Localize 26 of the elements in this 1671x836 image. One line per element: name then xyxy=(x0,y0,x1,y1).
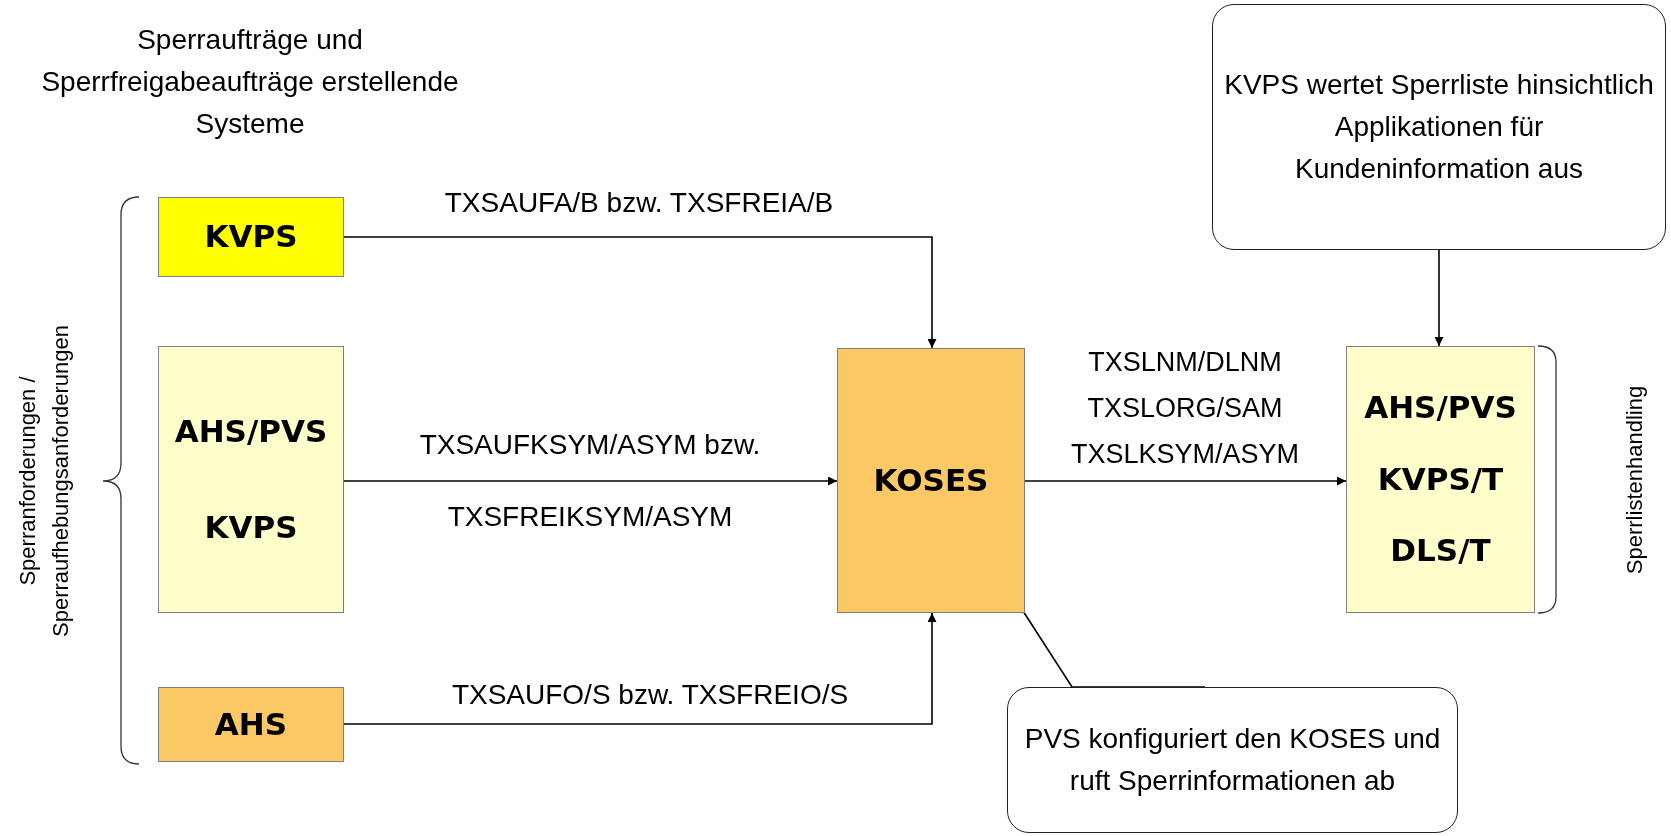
system-box xyxy=(1346,346,1535,613)
node-label: AHS xyxy=(214,705,288,744)
vertical-label: Sperrlistenhandling xyxy=(1620,384,1648,577)
node-label: KVPS xyxy=(204,218,298,256)
node-label: KVPS wertet Sperrliste hinsichtlich Applikationen für Kundeninformation aus xyxy=(1223,68,1655,186)
arrow xyxy=(343,236,937,349)
arrow xyxy=(343,476,838,486)
system-box xyxy=(158,687,344,762)
node-label: KOSES xyxy=(873,461,989,500)
system-box xyxy=(837,348,1025,613)
heading-text: Sperraufträge und Sperrfreigabeaufträge erstellende Systeme xyxy=(40,23,460,141)
edge-label: TXSAUFKSYM/ASYM bzw. TXSFREIKSYM/ASYM xyxy=(418,428,762,534)
node-label: KVPS/T xyxy=(1377,460,1504,499)
node-label: AHS/PVS xyxy=(1364,389,1517,427)
callout-box xyxy=(1212,4,1666,250)
node-label: AHS/PVS xyxy=(174,413,328,451)
arrow xyxy=(1024,476,1347,486)
system-box xyxy=(158,197,344,277)
vertical-label: Sperranforderungen / Sperraufhebungsanforderungen xyxy=(14,324,74,639)
node-label: PVS konfiguriert den KOSES und ruft Sperrinformationen ab xyxy=(1023,722,1442,798)
arrow xyxy=(343,612,937,725)
arrow xyxy=(1434,249,1444,347)
node-label: DLS/T xyxy=(1390,532,1491,570)
system-box xyxy=(158,346,344,613)
callout-box xyxy=(1007,687,1458,833)
node-label: KVPS xyxy=(204,508,298,546)
